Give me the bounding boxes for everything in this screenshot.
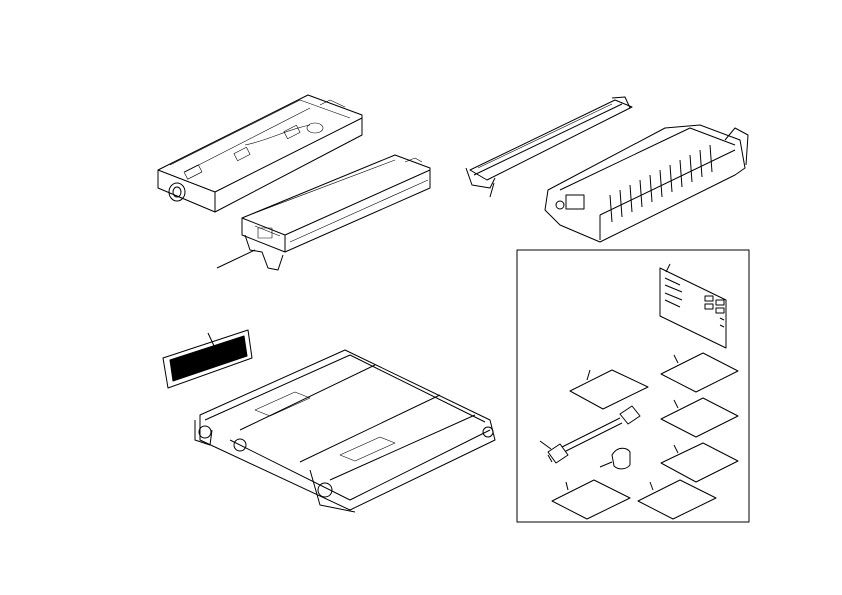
transfer-roller (465, 96, 633, 198)
cable-clip (599, 447, 631, 470)
toner-unit (157, 94, 363, 213)
transfer-belt-unit (194, 349, 496, 513)
ozone-filter (162, 329, 253, 389)
development-unit (216, 154, 431, 271)
fuser-unit (544, 124, 749, 243)
power-cord (539, 405, 641, 464)
accessory-box (516, 249, 750, 523)
